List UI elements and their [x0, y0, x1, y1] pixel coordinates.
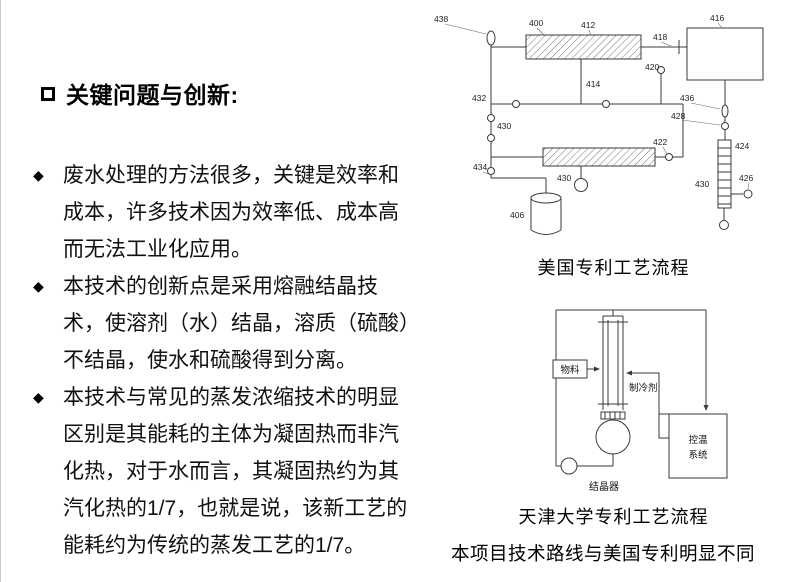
- control-system-label-line2: 系统: [688, 449, 708, 461]
- part-label: 426: [739, 173, 753, 183]
- bullet-text: 本技术的创新点是采用熔融结晶技术，使溶剂（水）结晶，溶质（硫酸）不结晶，使水和硫…: [63, 275, 410, 372]
- part-label: 416: [710, 13, 724, 23]
- part-label: 414: [586, 79, 600, 89]
- part-label: 438: [434, 14, 448, 24]
- part-label: 420: [645, 62, 659, 72]
- part-label: 436: [680, 93, 694, 103]
- control-system-label-line1: 控温: [688, 434, 708, 446]
- us-diagram-labels: 438 400 412 418 416 420 414 432 430 436 …: [434, 13, 753, 220]
- part-label: 400: [529, 18, 543, 28]
- bullet-item: ◆ 本技术与常见的蒸发浓缩技术的明显区别是其能耗的主体为凝固热而非汽化热，对于水…: [33, 379, 429, 564]
- slide-title-row: 关键问题与创新:: [41, 76, 239, 110]
- part-label: 430: [695, 179, 709, 189]
- us-diagram-leader-lines: [444, 22, 750, 190]
- bullet-item: ◆ 本技术的创新点是采用熔融结晶技术，使溶剂（水）结晶，溶质（硫酸）不结晶，使水…: [33, 268, 429, 379]
- us-patent-flow-diagram: 438 400 412 418 416 420 414 432 430 436 …: [434, 13, 764, 235]
- part-label: 430: [497, 121, 511, 131]
- crystallizer-label: 结晶器: [589, 480, 619, 493]
- bullet-list: ◆ 废水处理的方法很多，关键是效率和成本，许多技术因为效率低、成本高而无法工业化…: [33, 157, 429, 564]
- refrigerant-label: 制冷剂: [629, 382, 658, 394]
- diamond-bullet-icon: ◆: [33, 167, 44, 183]
- part-label: 432: [472, 93, 486, 103]
- us-diagram-caption: 美国专利工艺流程: [537, 258, 690, 278]
- material-label: 物料: [560, 364, 580, 376]
- us-diagram-piping: [486, 27, 764, 235]
- diamond-bullet-icon: ◆: [33, 389, 44, 405]
- square-bullet-icon: [41, 87, 55, 101]
- tju-diagram-piping: [552, 309, 728, 479]
- diamond-bullet-icon: ◆: [33, 278, 44, 294]
- part-label: 412: [581, 20, 595, 30]
- tju-diagram-caption: 天津大学专利工艺流程: [518, 507, 709, 527]
- bullet-text: 废水处理的方法很多，关键是效率和成本，许多技术因为效率低、成本高而无法工业化应用…: [63, 164, 399, 261]
- part-label: 424: [735, 141, 749, 151]
- footer-note: 本项目技术路线与美国专利明显不同: [451, 543, 756, 564]
- bullet-item: ◆ 废水处理的方法很多，关键是效率和成本，许多技术因为效率低、成本高而无法工业化…: [33, 157, 429, 268]
- tju-diagram-labels: 物料 制冷剂 控温 系统 结晶器: [560, 364, 708, 493]
- tju-patent-flow-diagram: 物料 制冷剂 控温 系统 结晶器: [552, 309, 728, 493]
- part-label: 428: [671, 111, 685, 121]
- bullet-text: 本技术与常见的蒸发浓缩技术的明显区别是其能耗的主体为凝固热而非汽化热，对于水而言…: [63, 386, 408, 557]
- part-label: 422: [653, 137, 667, 147]
- part-label: 406: [510, 210, 524, 220]
- part-label: 434: [473, 162, 487, 172]
- part-label: 430: [557, 173, 571, 183]
- part-label: 418: [653, 32, 667, 42]
- slide-title: 关键问题与创新:: [66, 82, 239, 108]
